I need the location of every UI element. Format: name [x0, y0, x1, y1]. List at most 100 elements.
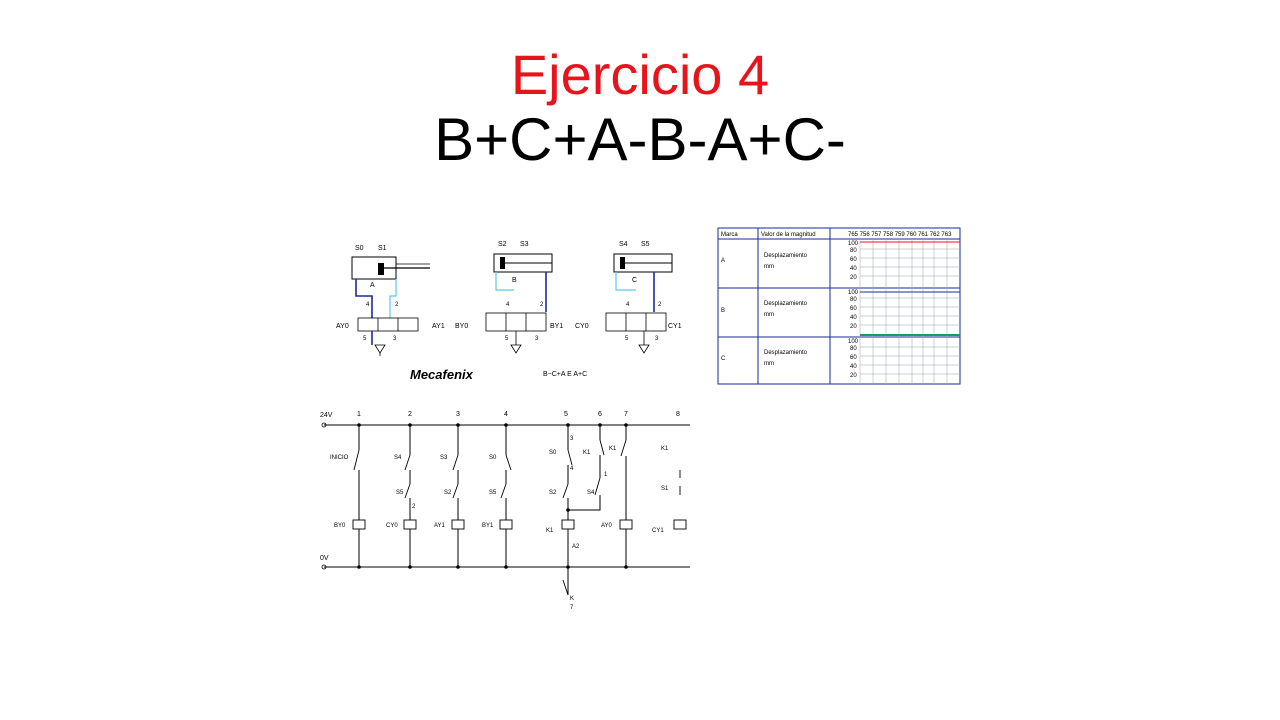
cylinder-b-group: S2 S3 B 4 2 BY0 BY1 5 3: [455, 241, 563, 354]
note-label: K: [570, 596, 574, 602]
port-label: 5: [625, 336, 629, 342]
svg-text:40: 40: [850, 266, 857, 272]
pneumatic-line: [495, 272, 514, 291]
coil-label: AY1: [434, 523, 446, 529]
svg-text:20: 20: [850, 373, 857, 379]
contact-label: S2: [444, 490, 452, 496]
coil-label: BY1: [482, 523, 494, 529]
cylinder-label: C: [632, 277, 637, 284]
port-label: 2: [658, 302, 662, 308]
timeline-header: 765 756 757 758 759 760 761 762 763: [848, 232, 952, 238]
column-number: 1: [357, 411, 361, 418]
cylinder-b-piston: [500, 257, 505, 269]
contact-label: S2: [549, 490, 557, 496]
terminal-number: 1: [604, 472, 608, 478]
column-number: 4: [504, 411, 508, 418]
row-mark: A: [721, 258, 725, 264]
valve-left-label: CY0: [575, 323, 589, 330]
valve-left-label: BY0: [455, 323, 468, 330]
coil-label: CY1: [652, 528, 664, 534]
valve-right-label: BY1: [550, 323, 563, 330]
row-unit: mm: [764, 361, 774, 367]
table-header: Marca: [721, 232, 738, 238]
cylinder-a-group: S0 S1 A 4 2 AY0 AY1 5 3: [336, 245, 445, 356]
svg-text:60: 60: [850, 355, 857, 361]
pneumatic-line: [355, 279, 373, 318]
table-frame: [717, 227, 961, 385]
port-label: 4: [366, 302, 370, 308]
sensor-label: S5: [641, 241, 650, 248]
contact-label: INICIO: [330, 455, 349, 461]
table-header: Valor de la magnitud: [761, 232, 816, 238]
svg-text:20: 20: [850, 324, 857, 330]
svg-text:80: 80: [850, 346, 857, 352]
svg-text:80: 80: [850, 248, 857, 254]
ladder-diagram: 24V 0V 1 2 3 4 5 6 7 8: [320, 411, 690, 611]
svg-text:60: 60: [850, 257, 857, 263]
valve-right-label: AY1: [432, 323, 445, 330]
column-number: 8: [676, 411, 680, 418]
slide-subtitle: B+C+A-B-A+C-: [434, 106, 846, 173]
scale-b: 100 80 60 40 20: [848, 290, 859, 330]
coil-label: K1: [546, 528, 554, 534]
note-label: 7: [570, 605, 574, 611]
contact-label: K1: [609, 446, 617, 452]
column-number: 3: [456, 411, 460, 418]
exhaust-symbol: [510, 344, 522, 354]
junction-dots: [357, 423, 628, 569]
scale-c: 100 80 60 40 20: [848, 339, 859, 379]
port-label: 5: [505, 336, 509, 342]
exhaust-symbol: [374, 344, 386, 354]
cylinder-a-piston: [378, 263, 384, 275]
timing-table: Marca Valor de la magnitud 765 756 757 7…: [717, 227, 961, 385]
bottom-rail-label: 0V: [320, 555, 329, 562]
column-number: 5: [564, 411, 568, 418]
sensor-label: S4: [619, 241, 628, 248]
contact-label: S4: [587, 490, 595, 496]
top-rail-label: 24V: [320, 412, 333, 419]
cylinder-label: A: [370, 282, 375, 289]
svg-text:20: 20: [850, 275, 857, 281]
contact-label: S5: [396, 490, 404, 496]
valve-a: [357, 317, 419, 332]
note-label: A2: [572, 544, 580, 550]
sensor-label: S2: [498, 241, 507, 248]
port-label: 2: [540, 302, 544, 308]
svg-text:100: 100: [848, 339, 859, 345]
contact-symbols: [353, 439, 681, 596]
contact-label: S4: [394, 455, 402, 461]
sensor-label: S1: [378, 245, 387, 252]
contact-label: S1: [661, 486, 669, 492]
cylinder-label: B: [512, 277, 517, 284]
mecafenix-logo: Mecafenix: [410, 367, 474, 382]
port-label: 5: [363, 336, 367, 342]
cylinder-c-group: S4 S5 C 4 2 CY0 CY1 5 3: [575, 241, 682, 354]
port-label: 3: [393, 336, 397, 342]
terminal-number: 4: [570, 466, 574, 472]
slide-title: Ejercicio 4: [510, 43, 770, 106]
valve-left-label: AY0: [336, 323, 349, 330]
row-mark: B: [721, 308, 725, 314]
svg-text:60: 60: [850, 306, 857, 312]
svg-text:40: 40: [850, 364, 857, 370]
terminal-number: 2: [412, 504, 416, 510]
sensor-label: S0: [355, 245, 364, 252]
contact-label: K1: [661, 446, 669, 452]
row-mark: C: [721, 356, 726, 362]
column-number: 7: [624, 411, 628, 418]
port-label: 3: [535, 336, 539, 342]
svg-text:40: 40: [850, 315, 857, 321]
row-quantity: Desplazamiento: [764, 301, 808, 307]
valve-c: [605, 312, 667, 332]
column-number: 6: [598, 411, 602, 418]
contact-label: K1: [583, 450, 591, 456]
coil-label: CY0: [386, 523, 398, 529]
coil-label: AY0: [601, 523, 613, 529]
contact-label: S5: [489, 490, 497, 496]
port-label: 2: [395, 302, 399, 308]
pneumatic-diagram: S0 S1 A 4 2 AY0 AY1 5 3 S2 S3: [336, 241, 682, 382]
contact-label: S3: [440, 455, 448, 461]
row-unit: mm: [764, 312, 774, 318]
svg-text:80: 80: [850, 297, 857, 303]
